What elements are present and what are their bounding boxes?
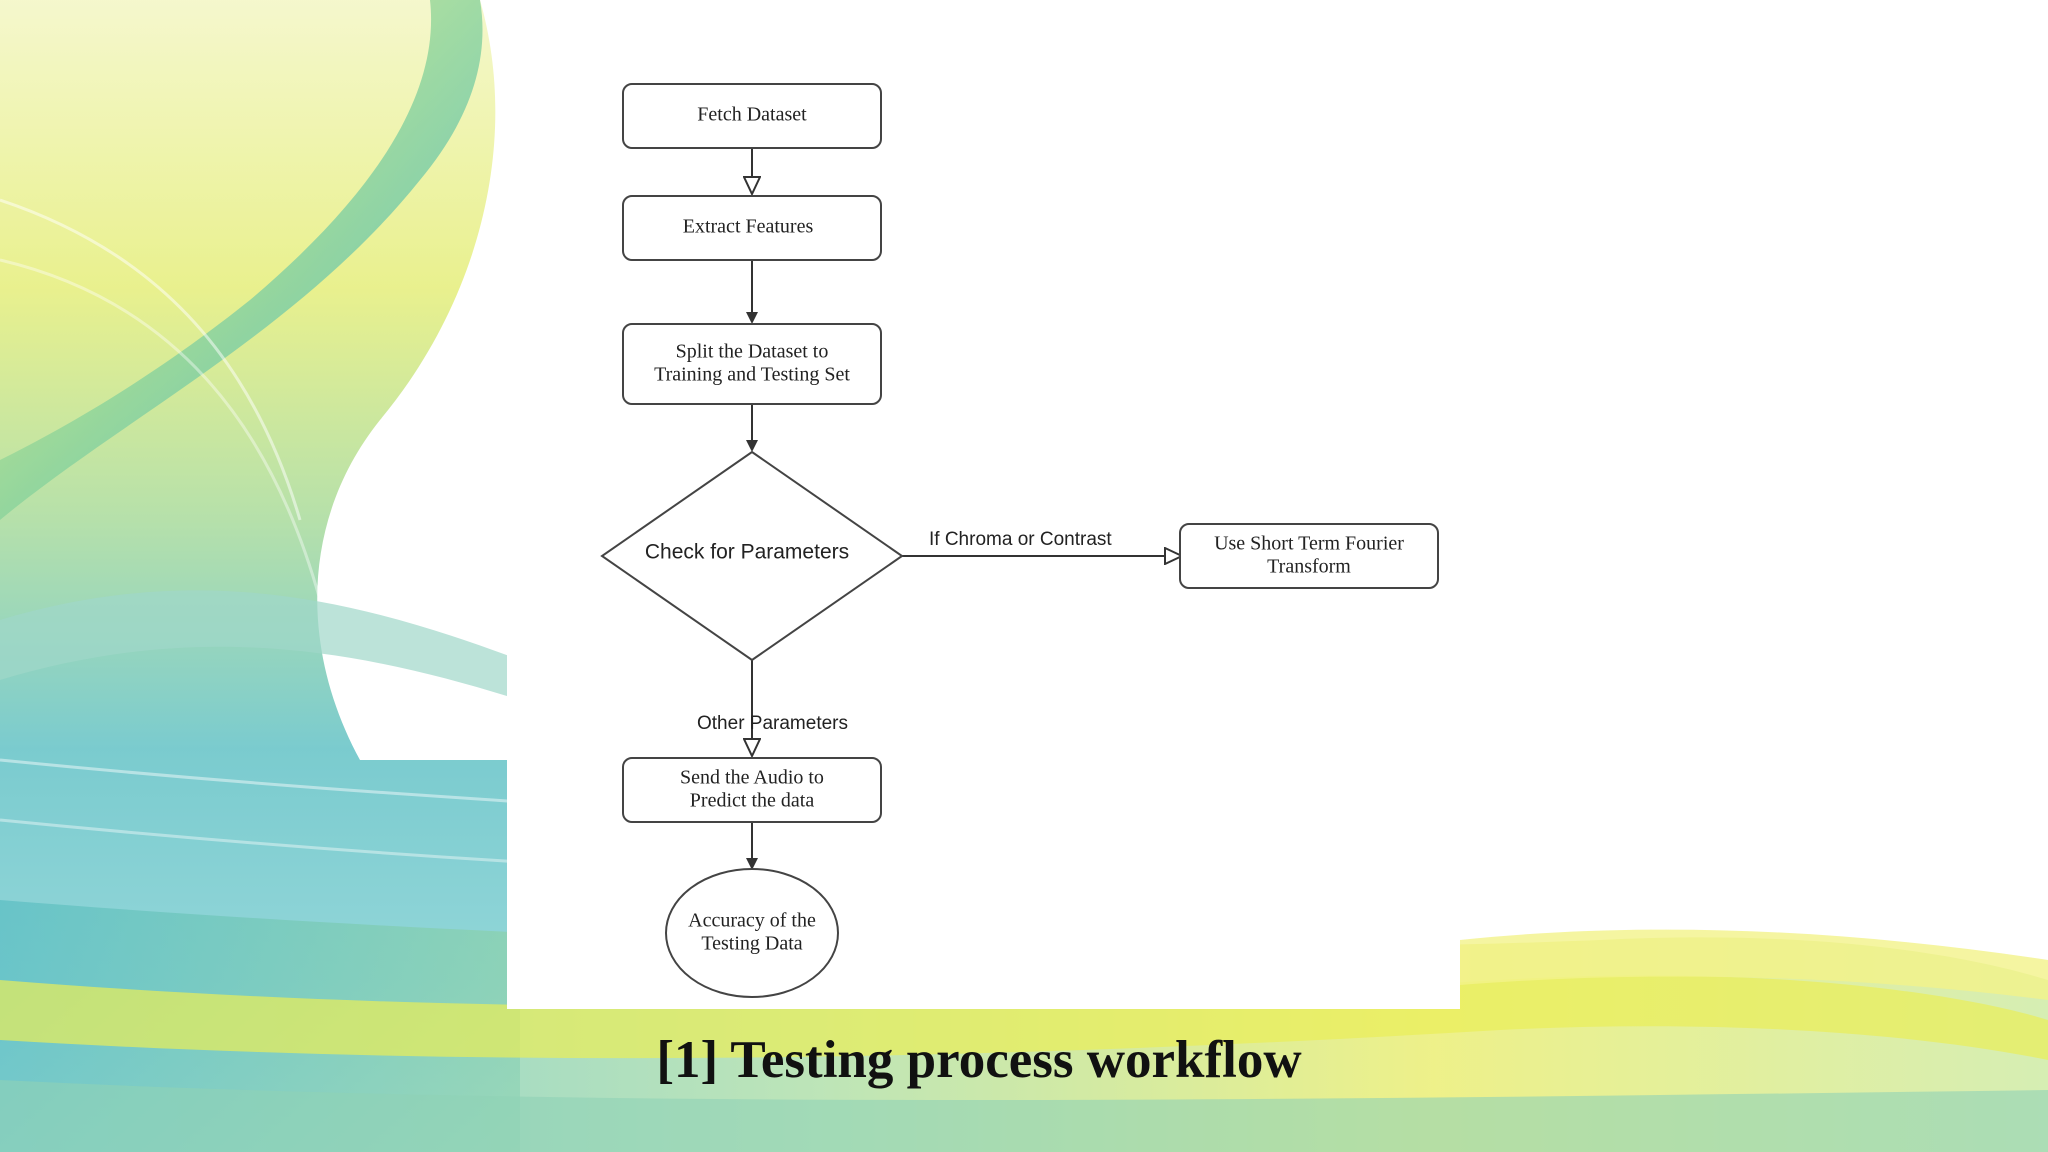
node-check-parameters: Check for Parameters — [600, 450, 904, 662]
node-send-audio: Send the Audio to Predict the data — [622, 757, 882, 823]
node-check-label: Check for Parameters — [645, 541, 849, 564]
node-stft-label-line2: Transform — [1267, 556, 1351, 578]
node-accuracy-label-line1: Accuracy of the — [688, 910, 816, 932]
node-accuracy: Accuracy of the Testing Data — [665, 868, 839, 998]
node-extract-label: Extract Features — [683, 216, 814, 238]
node-fetch-label: Fetch Dataset — [697, 104, 807, 126]
flowchart-diagram: If Chroma or Contrast Other Parameters F… — [600, 83, 1439, 998]
node-fetch-dataset: Fetch Dataset — [622, 83, 882, 149]
flowchart-figure: If Chroma or Contrast Other Parameters F… — [507, 0, 1460, 1009]
node-split-label-line1: Split the Dataset to — [676, 341, 829, 363]
node-use-stft: Use Short Term Fourier Transform — [1179, 523, 1439, 589]
node-split-label-line2: Training and Testing Set — [654, 364, 850, 386]
node-split-dataset: Split the Dataset to Training and Testin… — [622, 323, 882, 405]
figure-caption: [1] Testing process workflow — [656, 1031, 1302, 1089]
node-accuracy-label-line2: Testing Data — [701, 933, 802, 955]
node-extract-features: Extract Features — [622, 195, 882, 261]
node-send-label-line1: Send the Audio to — [680, 767, 824, 789]
edge-label-chroma: If Chroma or Contrast — [929, 529, 1112, 550]
edge-label-other: Other Parameters — [697, 713, 848, 734]
node-stft-label-line1: Use Short Term Fourier — [1214, 533, 1404, 555]
node-send-label-line2: Predict the data — [690, 790, 815, 812]
